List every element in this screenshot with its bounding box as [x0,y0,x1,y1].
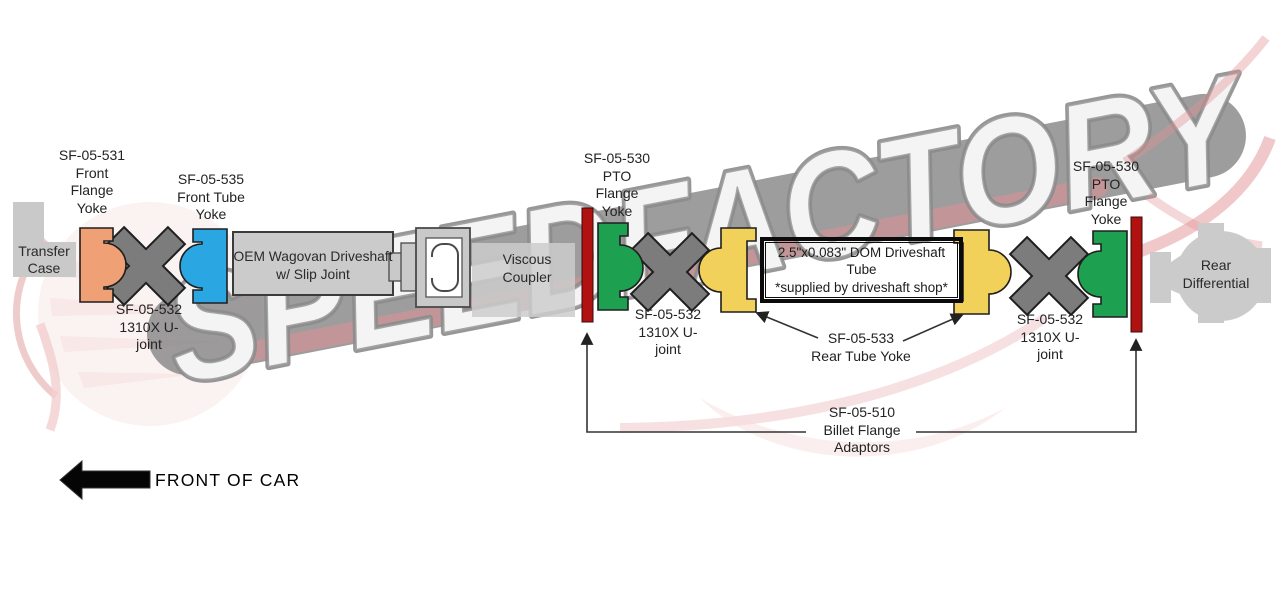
label-line: Differential [1182,274,1250,291]
label-line: Yoke [195,206,227,222]
u-joints [105,225,1090,317]
label-line: w/ Slip Joint [276,266,350,282]
label-line: Tube [846,262,877,278]
rear-differential-shape [1150,223,1271,323]
label-line: 1310X U- [119,318,179,335]
yokes [79,222,1128,318]
mid-u-joint-shape [629,231,711,313]
watermark-text: SPEEDFACTORY [153,41,1266,416]
label-line: Viscous [502,251,552,267]
label-line: PTO [602,167,632,184]
label-line: Front [75,164,109,181]
pto-flange-yoke-rear-shape [1077,230,1128,318]
slip-joint [388,227,471,308]
label-transfer-case: Transfer Case [18,243,70,276]
label-line: joint [136,336,162,352]
label-line: Rear [1200,257,1232,273]
label-line: Flange [595,185,639,201]
billet-flange-adaptor-front [581,207,594,323]
label-line: Flange [1084,193,1128,209]
label-line: 2.5"x0.083" DOM Driveshaft [777,244,946,260]
front-of-car-label: FRONT OF CAR [155,470,301,490]
label-oem-driveshaft: OEM Wagovan Driveshaft w/ Slip Joint [234,248,393,283]
label-line: SF-05-533 [827,330,895,346]
rear-tube-yoke-arrow-right [902,313,964,342]
pto-flange-yoke-front-shape [597,222,644,311]
label-line: PTO [1091,175,1121,192]
watermark-wordmark: SPEEDFACTORY SPEEDFACTORY [146,37,1269,419]
label-line: Coupler [502,268,552,285]
label-rear-u-joint: SF-05-532 1310X U- joint [1017,311,1083,364]
viscous-coupler-box [472,243,575,317]
label-front-tube-yoke: SF-05-535 Front Tube Yoke [177,171,245,224]
dom-tube-box-inner: 2.5"x0.083" DOM Driveshaft Tube *supplie… [765,242,958,298]
dom-tube-box: 2.5"x0.083" DOM Driveshaft Tube *supplie… [760,237,963,303]
label-line: Yoke [76,199,108,216]
label-line: Rear Tube Yoke [811,347,911,364]
callout-arrows [580,311,1143,433]
label-line: Billet Flange [823,421,901,438]
label-line: 1310X U- [1020,328,1080,345]
label-line: *supplied by driveshaft shop* [775,279,948,295]
label-line: Adaptors [833,439,891,455]
label-line: Front Tube [177,188,245,205]
transfer-case-shape [13,202,76,277]
front-u-joint-shape [105,225,187,307]
label-front-flange-yoke: SF-05-531 Front Flange Yoke [59,147,125,217]
label-line: SF-05-532 [634,306,702,322]
label-line: SF-05-510 [828,404,896,420]
label-line: Transfer [18,243,70,259]
front-tube-yoke-shape [179,228,228,304]
front-of-car-arrow [59,459,151,501]
label-pto-flange-yoke-rear: SF-05-530 PTO Flange Yoke [1073,158,1139,228]
label-line: SF-05-530 [1072,158,1140,174]
label-line: 1310X U- [638,323,698,340]
label-line: Case [27,259,61,276]
label-line: SF-05-532 [1016,311,1084,327]
label-line: OEM Wagovan Driveshaft [233,249,393,264]
label-line: SF-05-530 [583,150,651,166]
watermark-ribbon-bottom [700,398,1005,457]
label-line: Yoke [601,202,633,219]
label-line: SF-05-531 [58,147,126,163]
label-line: SF-05-532 [115,301,183,317]
billet-adaptor-arrow-left [580,332,806,433]
label-front-u-joint: SF-05-532 1310X U- joint [116,301,182,354]
label-viscous-coupler: Viscous Coupler [502,251,551,286]
label-billet-flange-adaptors: SF-05-510 Billet Flange Adaptors [823,404,900,457]
billet-adaptor-arrow-right [916,338,1143,433]
label-line: Flange [70,182,114,198]
rear-tube-yoke-arrow-left [755,311,819,339]
billet-flange-adaptor-rear [1130,216,1143,333]
oem-driveshaft-box [232,231,394,296]
label-line: SF-05-535 [177,171,245,187]
rear-tube-yoke-front-shape [698,227,757,313]
label-line: Yoke [1090,210,1122,227]
label-rear-tube-yoke: SF-05-533 Rear Tube Yoke [811,330,911,365]
label-pto-flange-yoke-front: SF-05-530 PTO Flange Yoke [584,150,650,220]
rear-u-joint-shape [1008,235,1090,317]
front-flange-yoke-shape [79,227,127,303]
label-mid-u-joint: SF-05-532 1310X U- joint [635,306,701,359]
watermark-ribbon-left [35,322,61,432]
label-line: joint [655,341,681,357]
label-line: joint [1037,346,1063,362]
label-rear-differential: Rear Differential [1183,257,1250,292]
